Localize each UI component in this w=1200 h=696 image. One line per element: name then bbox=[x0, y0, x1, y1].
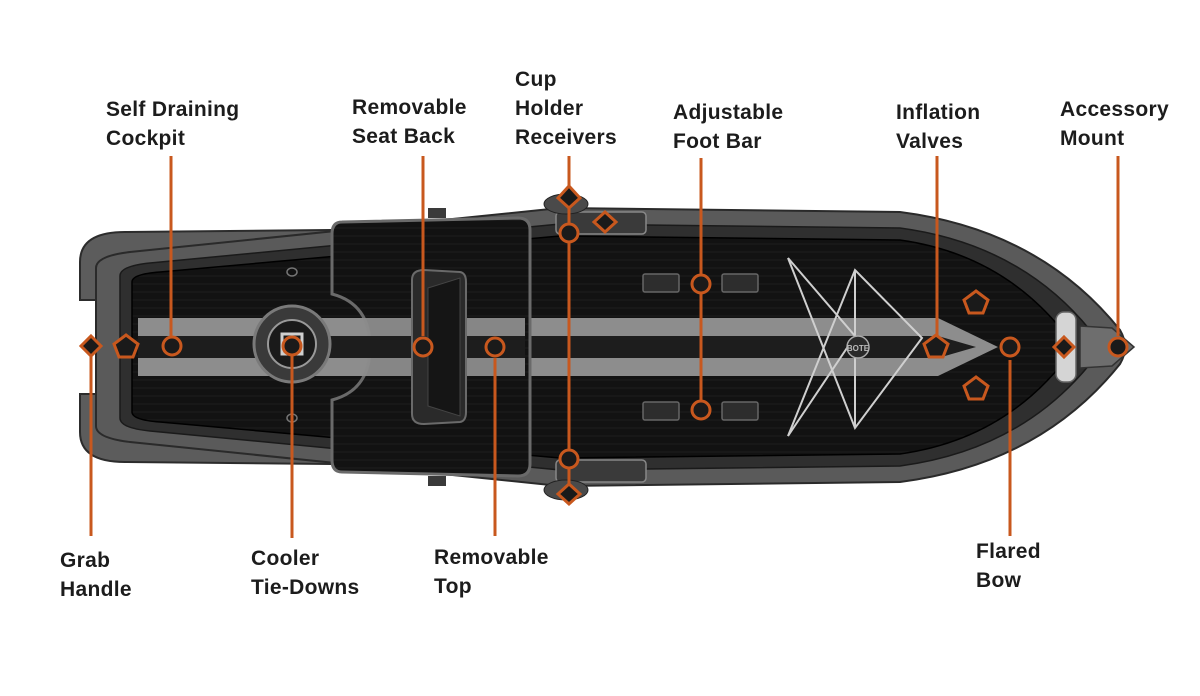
board-logo-text: BOTE bbox=[847, 344, 870, 353]
leader-lines bbox=[89, 156, 1120, 538]
seat-back bbox=[411, 268, 467, 426]
foot-bar-pads bbox=[642, 273, 759, 421]
bow-logo: BOTE bbox=[846, 335, 870, 359]
feature-markers bbox=[78, 183, 1129, 507]
